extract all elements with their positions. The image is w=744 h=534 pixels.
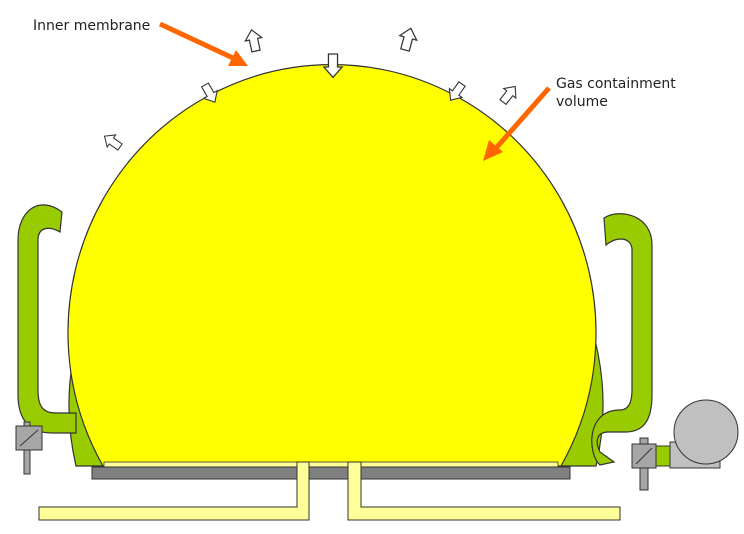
inner-membrane-pointer-icon (158, 21, 248, 66)
flow-arrow-icon (496, 81, 522, 108)
left-valve-icon (15, 421, 43, 475)
gas-containment-volume (67, 64, 597, 467)
right-pipe (347, 461, 621, 521)
gas-volume-pointer-icon (483, 86, 551, 161)
gas-volume-label-line1: Gas containment (556, 76, 676, 92)
base-top-strip (103, 461, 559, 468)
right-valve-icon (631, 437, 657, 491)
flow-arrow-icon (395, 25, 420, 53)
flow-arrow-icon (99, 129, 125, 154)
inner-membrane-label: Inner membrane (33, 18, 151, 34)
left-pipe (38, 461, 310, 521)
blower-icon (669, 399, 739, 469)
blower-connector (655, 445, 671, 467)
flow-arrow-icon (242, 27, 265, 54)
gas-volume-label-line2: volume (556, 94, 608, 110)
base-plate (91, 466, 571, 480)
